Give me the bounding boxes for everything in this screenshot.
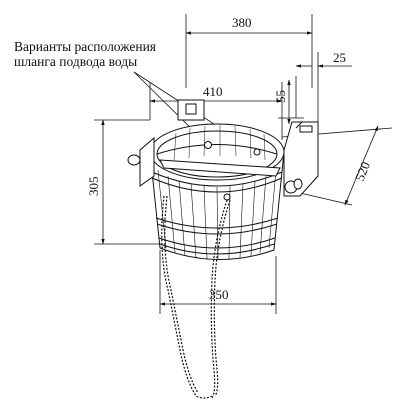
dim-350-line	[159, 250, 277, 314]
dim-305-line	[94, 119, 170, 245]
dim-25-line	[295, 52, 352, 130]
hose-chains	[161, 195, 231, 399]
dim-55-line	[278, 76, 304, 125]
dim-350: 350	[209, 287, 229, 302]
left-bracket	[127, 99, 205, 187]
dim-410: 410	[203, 84, 223, 99]
note-line-2: шланга подвода воды	[14, 54, 138, 69]
bucket	[149, 123, 285, 261]
dim-25: 25	[333, 50, 346, 65]
dim-380: 380	[232, 15, 252, 30]
dim-380-line	[185, 14, 313, 88]
hose-placement-note: Варианты расположения шланга подвода вод…	[14, 39, 156, 69]
dim-520: 520	[352, 159, 373, 183]
dim-305: 305	[86, 177, 101, 197]
right-bracket	[283, 121, 319, 197]
dim-55: 55	[273, 90, 288, 103]
note-line-1: Варианты расположения	[14, 39, 157, 54]
